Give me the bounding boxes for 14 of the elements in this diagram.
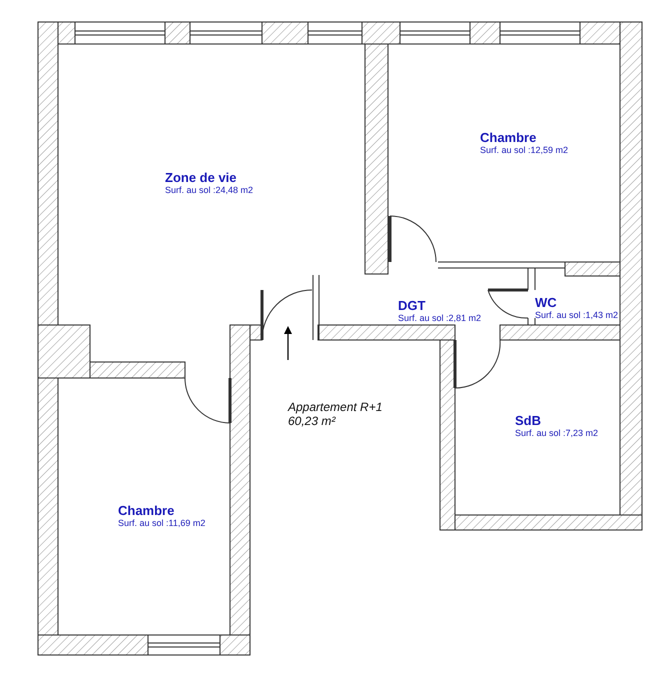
apartment-area: 60,23 m² [288,414,336,428]
room-name: DGT [398,298,426,313]
apartment-name: Appartement R+1 [288,400,382,414]
room-area: Surf. au sol :11,69 m2 [118,518,206,529]
room-name: Chambre [480,130,538,145]
room-area: Surf. au sol :2,81 m2 [398,313,482,324]
room-area: Surf. au sol :24,48 m2 [165,185,254,196]
room-name: SdB [515,413,542,428]
room-name: Zone de vie [165,170,238,185]
room-area: Surf. au sol :7,23 m2 [515,428,598,439]
room-area: Surf. au sol :12,59 m2 [480,145,568,156]
room-name: Chambre [118,503,176,518]
room-name: WC [535,295,558,310]
room-area: Surf. au sol :1,43 m2 [535,310,618,321]
